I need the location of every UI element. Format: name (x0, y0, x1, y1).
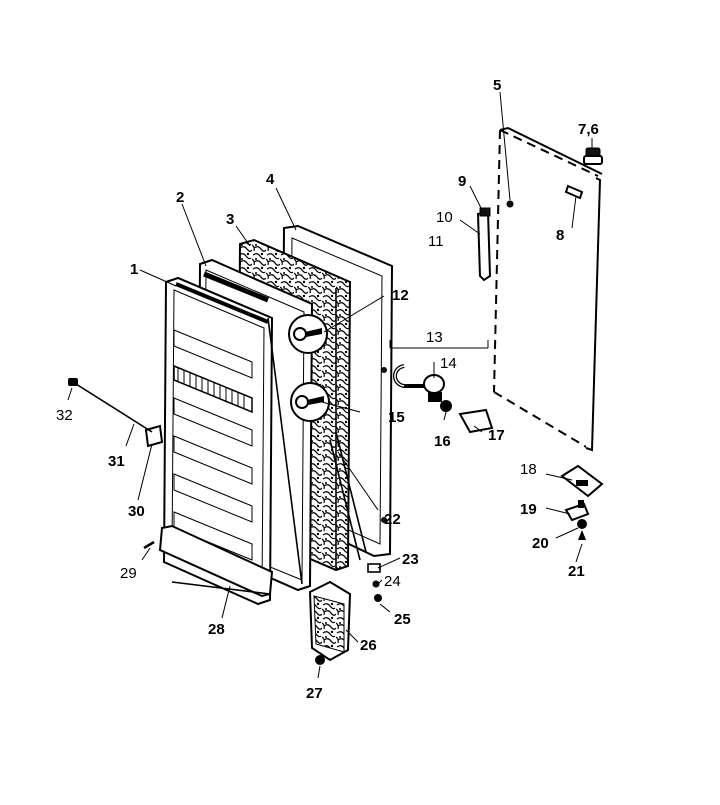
plug-bushing (583, 147, 603, 165)
hinge-washer (577, 519, 587, 529)
label-part-22: 22 (384, 511, 401, 528)
label-part-26: 26 (360, 637, 377, 654)
label-part-17: 17 (488, 427, 505, 444)
outer-door-panel (493, 126, 603, 452)
wire-rod (75, 383, 153, 433)
bottom-trim-strip (158, 524, 274, 598)
lock-upper (288, 314, 328, 354)
spacer (372, 580, 380, 588)
label-part-9: 9 (458, 173, 466, 190)
inner-door-liner (162, 276, 274, 606)
trim-screw (143, 540, 155, 550)
label-part-31: 31 (108, 453, 125, 470)
hinge-bolt (315, 655, 325, 665)
hinge-screw (578, 530, 586, 540)
label-part-14: 14 (440, 355, 457, 372)
latch-cam (458, 408, 494, 434)
label-part-13: 13 (426, 329, 443, 346)
label-part-5: 5 (493, 77, 501, 94)
leader-lines (67, 91, 593, 679)
lower-hinge-block (308, 580, 352, 662)
lock-lower (290, 382, 330, 422)
handle-bracket (476, 207, 492, 282)
label-part-23: 23 (402, 551, 419, 568)
label-part-11: 11 (428, 233, 444, 250)
breaker-strips (267, 317, 367, 585)
lock-nut (440, 400, 452, 412)
door-shelves (173, 329, 253, 561)
lower-hinge-bracket (560, 464, 604, 498)
trim-plug (564, 184, 584, 200)
latch-assembly (393, 364, 445, 402)
label-part-28: 28 (208, 621, 225, 638)
label-part-27: 27 (306, 685, 323, 702)
label-part-24: 24 (384, 573, 401, 590)
label-part-29: 29 (120, 565, 137, 582)
label-part-30: 30 (128, 503, 145, 520)
pivot-pin (374, 594, 382, 602)
small-hinge-plate (367, 563, 381, 573)
part-labels: 1 2 3 4 5 7,6 8 9 10 11 12 13 14 15 16 1… (56, 77, 599, 702)
label-part-20: 20 (532, 535, 549, 552)
label-part-3: 3 (226, 211, 234, 228)
label-part-1: 1 (130, 261, 138, 278)
label-part-18: 18 (520, 461, 537, 478)
label-part-12: 12 (392, 287, 409, 304)
wire-end-clip (68, 378, 78, 386)
label-part-19: 19 (520, 501, 537, 518)
label-part-2: 2 (176, 189, 184, 206)
label-part-25: 25 (394, 611, 411, 628)
label-part-4: 4 (266, 171, 275, 188)
label-part-7-6: 7,6 (578, 121, 599, 138)
label-part-10: 10 (436, 209, 453, 226)
label-part-32: 32 (56, 407, 73, 424)
label-part-15: 15 (388, 409, 405, 426)
label-part-21: 21 (568, 563, 585, 580)
label-part-16: 16 (434, 433, 451, 450)
screw (506, 200, 514, 208)
hinge-pin-bushing (564, 500, 590, 522)
label-part-8: 8 (556, 227, 564, 244)
